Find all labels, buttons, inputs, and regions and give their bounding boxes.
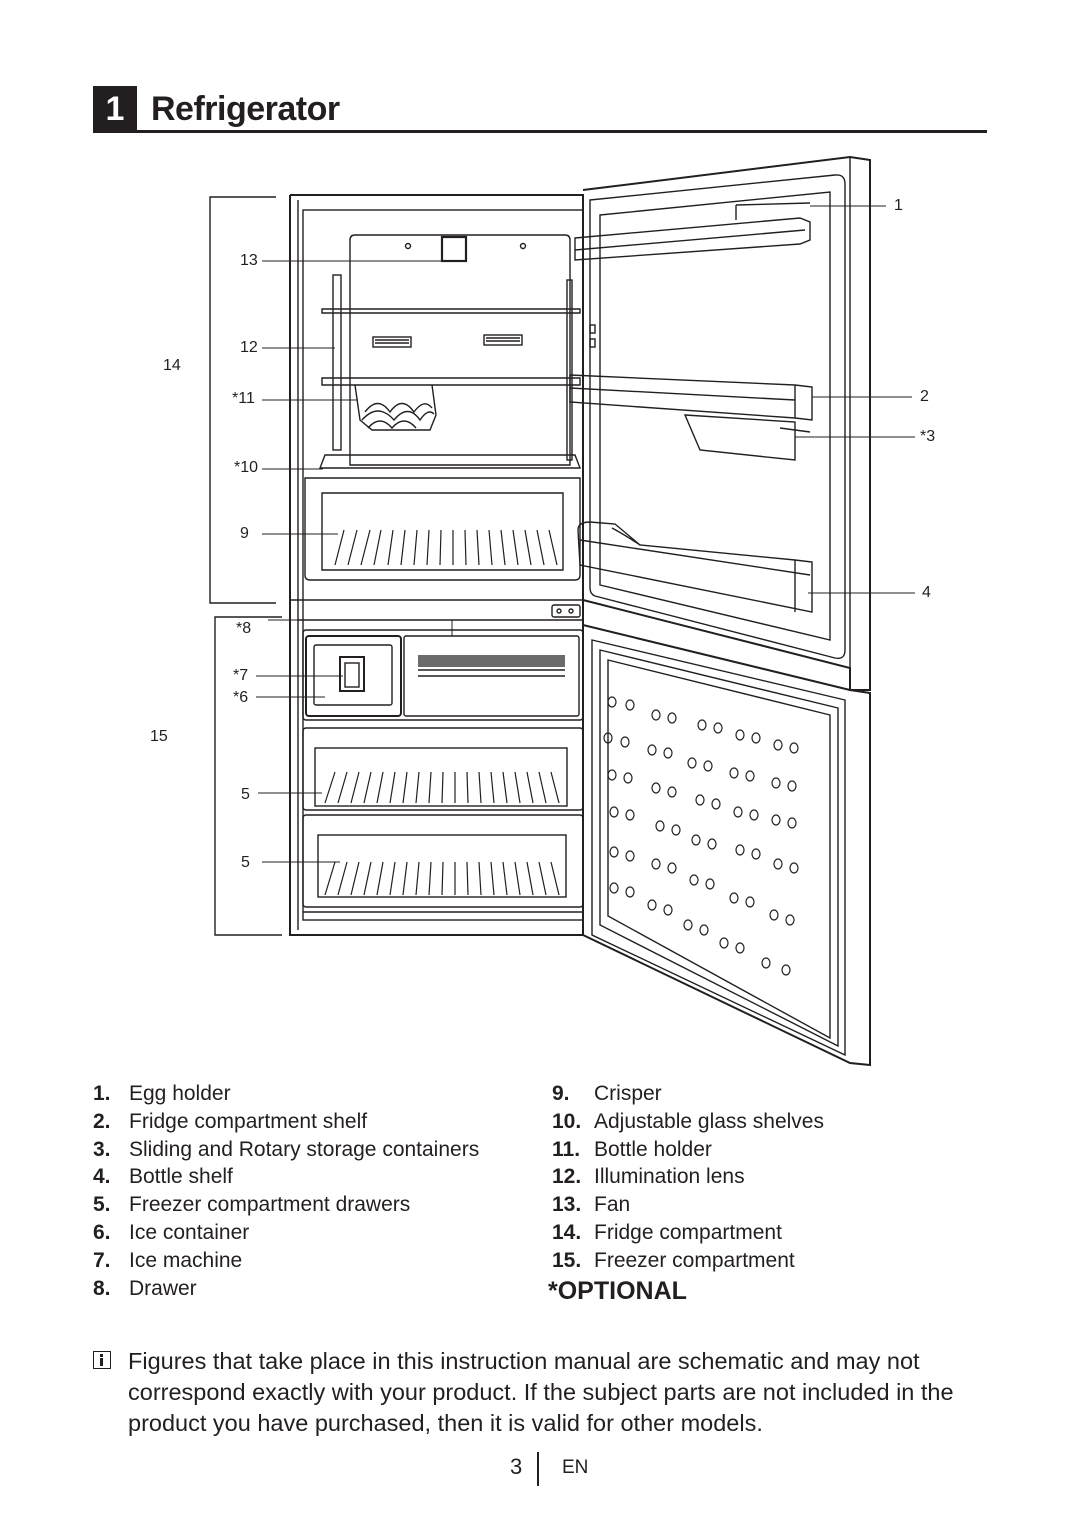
section-number: 1 — [93, 86, 137, 132]
callout-6: *6 — [233, 689, 248, 706]
bracket-freezer — [214, 616, 282, 936]
parts-list-left: 1.Egg holder 2.Fridge compartment shelf … — [93, 1080, 523, 1302]
item-label: Bottle shelf — [129, 1165, 233, 1189]
item-number: 13. — [552, 1193, 582, 1217]
bracket-fridge — [209, 196, 276, 604]
callout-7: *7 — [233, 667, 248, 684]
item-label: Fridge compartment shelf — [129, 1109, 368, 1133]
page-number: 3 — [510, 1454, 523, 1479]
footer-divider — [537, 1452, 539, 1486]
item-number: 8. — [93, 1276, 111, 1300]
list-item: 11. Bottle holder — [552, 1136, 992, 1164]
fridge-back-wall — [349, 234, 571, 466]
callout-1: 1 — [894, 197, 903, 214]
fridge-door — [582, 155, 871, 691]
item-number: 4. — [93, 1165, 111, 1189]
cabinet — [289, 194, 584, 936]
item-label: Freezer compartment drawers — [129, 1193, 411, 1217]
list-item: 7. Ice machine — [93, 1247, 523, 1275]
item-number: 3. — [93, 1137, 111, 1161]
callout-5b: 5 — [241, 854, 250, 871]
item-number: 7. — [93, 1248, 111, 1272]
callout-12: 12 — [240, 339, 258, 356]
callout-3: *3 — [920, 428, 935, 445]
callout-2: 2 — [920, 388, 929, 405]
item-number: 11. — [552, 1137, 581, 1161]
list-item: 15. Freezer compartment — [552, 1247, 992, 1275]
callout-9: 9 — [240, 525, 249, 542]
list-item: 3. Sliding and Rotary storage containers — [93, 1136, 523, 1164]
fan — [404, 235, 527, 263]
leader-lines — [256, 205, 915, 863]
parts-list-right: 9. Crisper 10. Adjustable glass shelves 11… — [552, 1080, 992, 1275]
item-label: Ice container — [129, 1220, 250, 1244]
item-number: 5. — [93, 1193, 111, 1217]
list-item: 1. Egg holder — [93, 1080, 523, 1108]
item-label: Drawer — [129, 1276, 197, 1300]
item-number: 2. — [93, 1109, 111, 1133]
list-item: 8. Drawer — [93, 1275, 523, 1303]
item-label: Illumination lens — [594, 1165, 745, 1189]
callout-13: 13 — [240, 252, 258, 269]
door-shelf — [569, 374, 813, 421]
callout-8: *8 — [236, 620, 251, 637]
freezer-drawer-2 — [302, 814, 584, 913]
item-label: Ice machine — [129, 1248, 243, 1272]
callout-15: 15 — [150, 728, 168, 745]
egg-holder — [574, 202, 811, 261]
section-header: 1 Refrigerator — [93, 86, 987, 134]
illumination-lens — [332, 274, 573, 461]
item-label: Sliding and Rotary storage containers — [129, 1137, 480, 1161]
item-label: Freezer compartment — [594, 1248, 795, 1272]
info-icon — [93, 1351, 111, 1369]
item-number: 12. — [552, 1165, 582, 1189]
bottle-holder — [354, 384, 437, 431]
glass-shelves — [318, 308, 582, 469]
freezer-door-dimples — [603, 696, 799, 976]
callout-5a: 5 — [241, 786, 250, 803]
list-item: 2. Fridge compartment shelf — [93, 1108, 523, 1136]
callout-labels: 1 2 *3 4 5 5 *6 *7 *8 9 *10 *11 12 13 14… — [150, 197, 935, 871]
bottle-shelf — [577, 521, 813, 613]
freezer-door — [582, 624, 871, 1067]
freezer-drawer-1 — [302, 727, 584, 811]
item-number: 9. — [552, 1082, 570, 1105]
item-number: 6. — [93, 1220, 111, 1244]
section-rule — [93, 130, 987, 133]
item-number: 1. — [93, 1082, 111, 1105]
item-number: 15. — [552, 1248, 582, 1272]
item-label: Crisper — [594, 1082, 662, 1105]
list-item: 10. Adjustable glass shelves — [552, 1108, 992, 1136]
callout-14: 14 — [163, 357, 181, 374]
list-item: 5. Freezer compartment drawers — [93, 1191, 523, 1219]
item-label: Fridge compartment — [594, 1220, 782, 1244]
page-footer: 3 EN — [0, 1452, 1080, 1492]
section-title: Refrigerator — [151, 90, 340, 128]
language-code: EN — [562, 1457, 589, 1478]
refrigerator-diagram: 1 2 *3 4 5 5 *6 *7 *8 9 *10 *11 12 13 14… — [150, 155, 935, 1067]
optional-label: *OPTIONAL — [548, 1277, 687, 1305]
item-label: Fan — [594, 1193, 631, 1217]
list-item: 12. Illumination lens — [552, 1163, 992, 1191]
ice-compartment — [298, 604, 584, 721]
callout-10: *10 — [234, 459, 258, 476]
item-number: 10. — [552, 1109, 582, 1133]
callout-11: *11 — [232, 390, 255, 407]
list-item: 4. Bottle shelf — [93, 1163, 523, 1191]
item-label: Egg holder — [129, 1082, 231, 1105]
sliding-container — [683, 414, 811, 461]
note-text: Figures that take place in this instruct… — [128, 1348, 954, 1436]
item-label: Adjustable glass shelves — [594, 1109, 824, 1133]
callout-4: 4 — [922, 584, 931, 601]
item-number: 14. — [552, 1220, 582, 1244]
list-item: 14. Fridge compartment — [552, 1219, 992, 1247]
list-item: 6. Ice container — [93, 1219, 523, 1247]
list-item: 9. Crisper — [552, 1080, 992, 1108]
list-item: 13. Fan — [552, 1191, 992, 1219]
item-label: Bottle holder — [594, 1137, 712, 1161]
crisper — [304, 477, 581, 581]
